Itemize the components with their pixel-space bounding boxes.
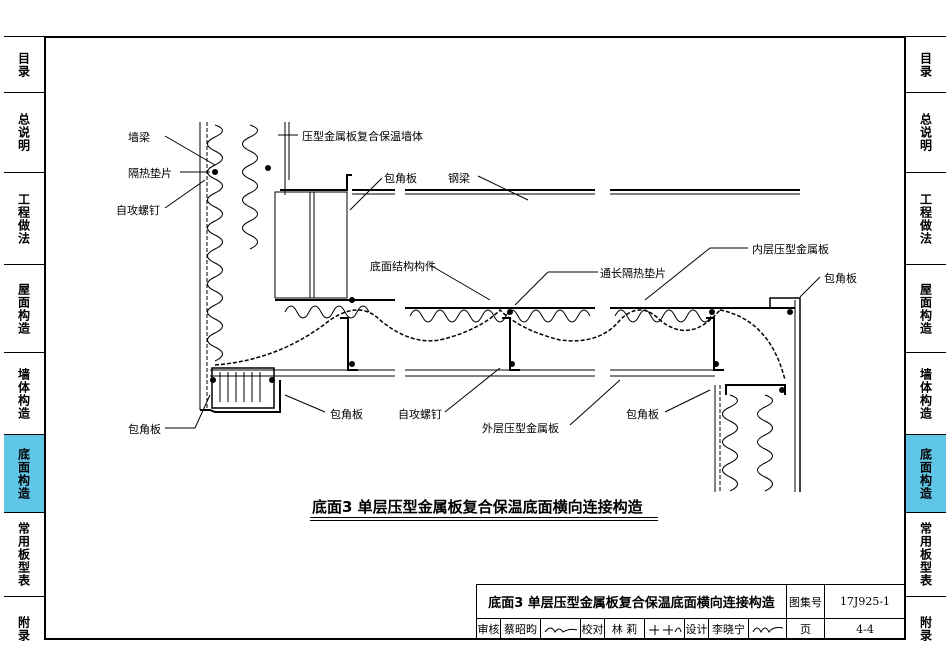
bottom-insulation xyxy=(284,305,370,319)
steel-beam-section xyxy=(274,191,348,299)
label-wall-beam: 墙梁 xyxy=(128,131,150,144)
nav-tab-label: 底面构造 xyxy=(918,447,933,500)
title-block-title: 底面3 单层压型金属板复合保温底面横向连接构造 xyxy=(477,585,787,619)
screw-icon xyxy=(265,165,271,171)
screw-icon xyxy=(787,309,793,315)
screw-icon xyxy=(269,377,275,383)
wall-insulation xyxy=(207,124,223,362)
label-long-pad: 通长隔热垫片 xyxy=(600,267,666,280)
review-label: 审核 xyxy=(477,619,501,639)
label-thermal-pad: 隔热垫片 xyxy=(128,167,172,180)
nav-tab-label: 工程做法 xyxy=(918,192,933,245)
nav-tab-3[interactable]: 屋面构造 xyxy=(4,264,44,352)
screw-icon xyxy=(507,309,513,315)
nav-tab-0[interactable]: 目录 xyxy=(906,36,946,92)
nav-tab-4[interactable]: 墙体构造 xyxy=(906,352,946,434)
label-flashing-top: 包角板 xyxy=(384,172,417,185)
screw-icon xyxy=(212,169,218,175)
nav-tab-label: 屋面构造 xyxy=(918,282,933,335)
atlas-label: 图集号 xyxy=(787,585,825,619)
page-number: 4-4 xyxy=(856,622,874,636)
screws xyxy=(210,165,793,393)
nav-tab-label: 附录 xyxy=(918,615,933,642)
signature-icon xyxy=(752,627,783,634)
nav-tab-6[interactable]: 常用板型表 xyxy=(906,512,946,596)
drawing-caption: 底面3 单层压型金属板复合保温底面横向连接构造 xyxy=(312,498,643,516)
nav-tab-label: 常用板型表 xyxy=(16,522,31,587)
nav-tab-6[interactable]: 常用板型表 xyxy=(4,512,44,596)
channel-member-1 xyxy=(340,317,358,371)
nav-tab-7[interactable]: 附录 xyxy=(906,596,946,660)
nav-tab-label: 墙体构造 xyxy=(16,367,31,420)
label-flashing-bottom-right: 包角板 xyxy=(626,408,659,421)
design-label: 设计 xyxy=(685,619,709,639)
nav-tab-4[interactable]: 墙体构造 xyxy=(4,352,44,434)
checker-name: 林 莉 xyxy=(605,619,645,639)
title-block: 底面3 单层压型金属板复合保温底面横向连接构造 图集号 17J925-1 审核 … xyxy=(476,584,905,639)
nav-tab-5[interactable]: 底面构造 xyxy=(906,434,946,512)
screw-icon xyxy=(210,377,216,383)
nav-tab-2[interactable]: 工程做法 xyxy=(906,172,946,264)
nav-tab-3[interactable]: 屋面构造 xyxy=(906,264,946,352)
caption-underline xyxy=(310,517,658,518)
nav-tab-label: 屋面构造 xyxy=(16,282,31,335)
nav-tab-label: 附录 xyxy=(16,615,31,642)
nav-tab-label: 目录 xyxy=(918,51,933,78)
bottom-left-box xyxy=(211,367,275,409)
nav-tab-0[interactable]: 目录 xyxy=(4,36,44,92)
screw-icon xyxy=(509,361,515,367)
drawing-frame xyxy=(44,36,906,640)
nav-tab-1[interactable]: 总说明 xyxy=(906,92,946,172)
nav-tab-label: 目录 xyxy=(16,51,31,78)
wall-insulation-2 xyxy=(242,124,258,250)
screw-icon xyxy=(713,361,719,367)
channel-member-3 xyxy=(706,317,724,371)
label-wall-panel: 压型金属板复合保温墙体 xyxy=(302,130,423,143)
leader-wall-beam xyxy=(164,135,216,166)
screw-icon xyxy=(709,309,715,315)
label-flashing-mid: 包角板 xyxy=(330,408,363,421)
nav-tab-1[interactable]: 总说明 xyxy=(4,92,44,172)
nav-tab-5[interactable]: 底面构造 xyxy=(4,434,44,512)
label-flashing-left: 包角板 xyxy=(128,423,161,436)
screw-icon xyxy=(349,297,355,303)
label-inner-panel: 内层压型金属板 xyxy=(752,243,829,256)
checker-signature xyxy=(645,619,685,639)
top-flashing-plate xyxy=(280,174,352,191)
reviewer-signature xyxy=(541,619,581,639)
nav-tab-label: 总说明 xyxy=(16,113,31,152)
label-steel-beam: 钢梁 xyxy=(448,172,470,185)
label-screw-mid: 自攻螺钉 xyxy=(398,408,442,421)
nav-tab-label: 工程做法 xyxy=(16,192,31,245)
nav-tab-label: 常用板型表 xyxy=(918,522,933,587)
signature-icon xyxy=(648,625,681,635)
signature-icon xyxy=(544,627,577,633)
check-label: 校对 xyxy=(581,619,605,639)
nav-tab-label: 底面构造 xyxy=(16,447,31,500)
page-label: 页 xyxy=(787,619,825,639)
caption-underline-2 xyxy=(310,520,658,521)
label-flashing-right: 包角板 xyxy=(824,272,857,285)
nav-tab-label: 总说明 xyxy=(918,113,933,152)
label-outer-panel: 外层压型金属板 xyxy=(482,422,559,435)
left-nav: 目录总说明工程做法屋面构造墙体构造底面构造常用板型表附录 xyxy=(4,36,44,642)
channel-member-2 xyxy=(502,317,520,371)
nav-tab-label: 墙体构造 xyxy=(918,367,933,420)
label-bottom-member: 底面结构构件 xyxy=(370,260,436,273)
screw-icon xyxy=(349,361,355,367)
nav-tab-7[interactable]: 附录 xyxy=(4,596,44,660)
atlas-number: 17J925-1 xyxy=(825,585,905,619)
reviewer-name: 蔡昭昀 xyxy=(501,619,541,639)
screw-icon xyxy=(779,387,785,393)
right-nav: 目录总说明工程做法屋面构造墙体构造底面构造常用板型表附录 xyxy=(906,36,946,642)
outer-panel-profile xyxy=(214,308,721,366)
designer-signature xyxy=(749,619,787,639)
designer-name: 李晓宁 xyxy=(709,619,749,639)
label-screw-left: 自攻螺钉 xyxy=(116,204,160,217)
nav-tab-2[interactable]: 工程做法 xyxy=(4,172,44,264)
